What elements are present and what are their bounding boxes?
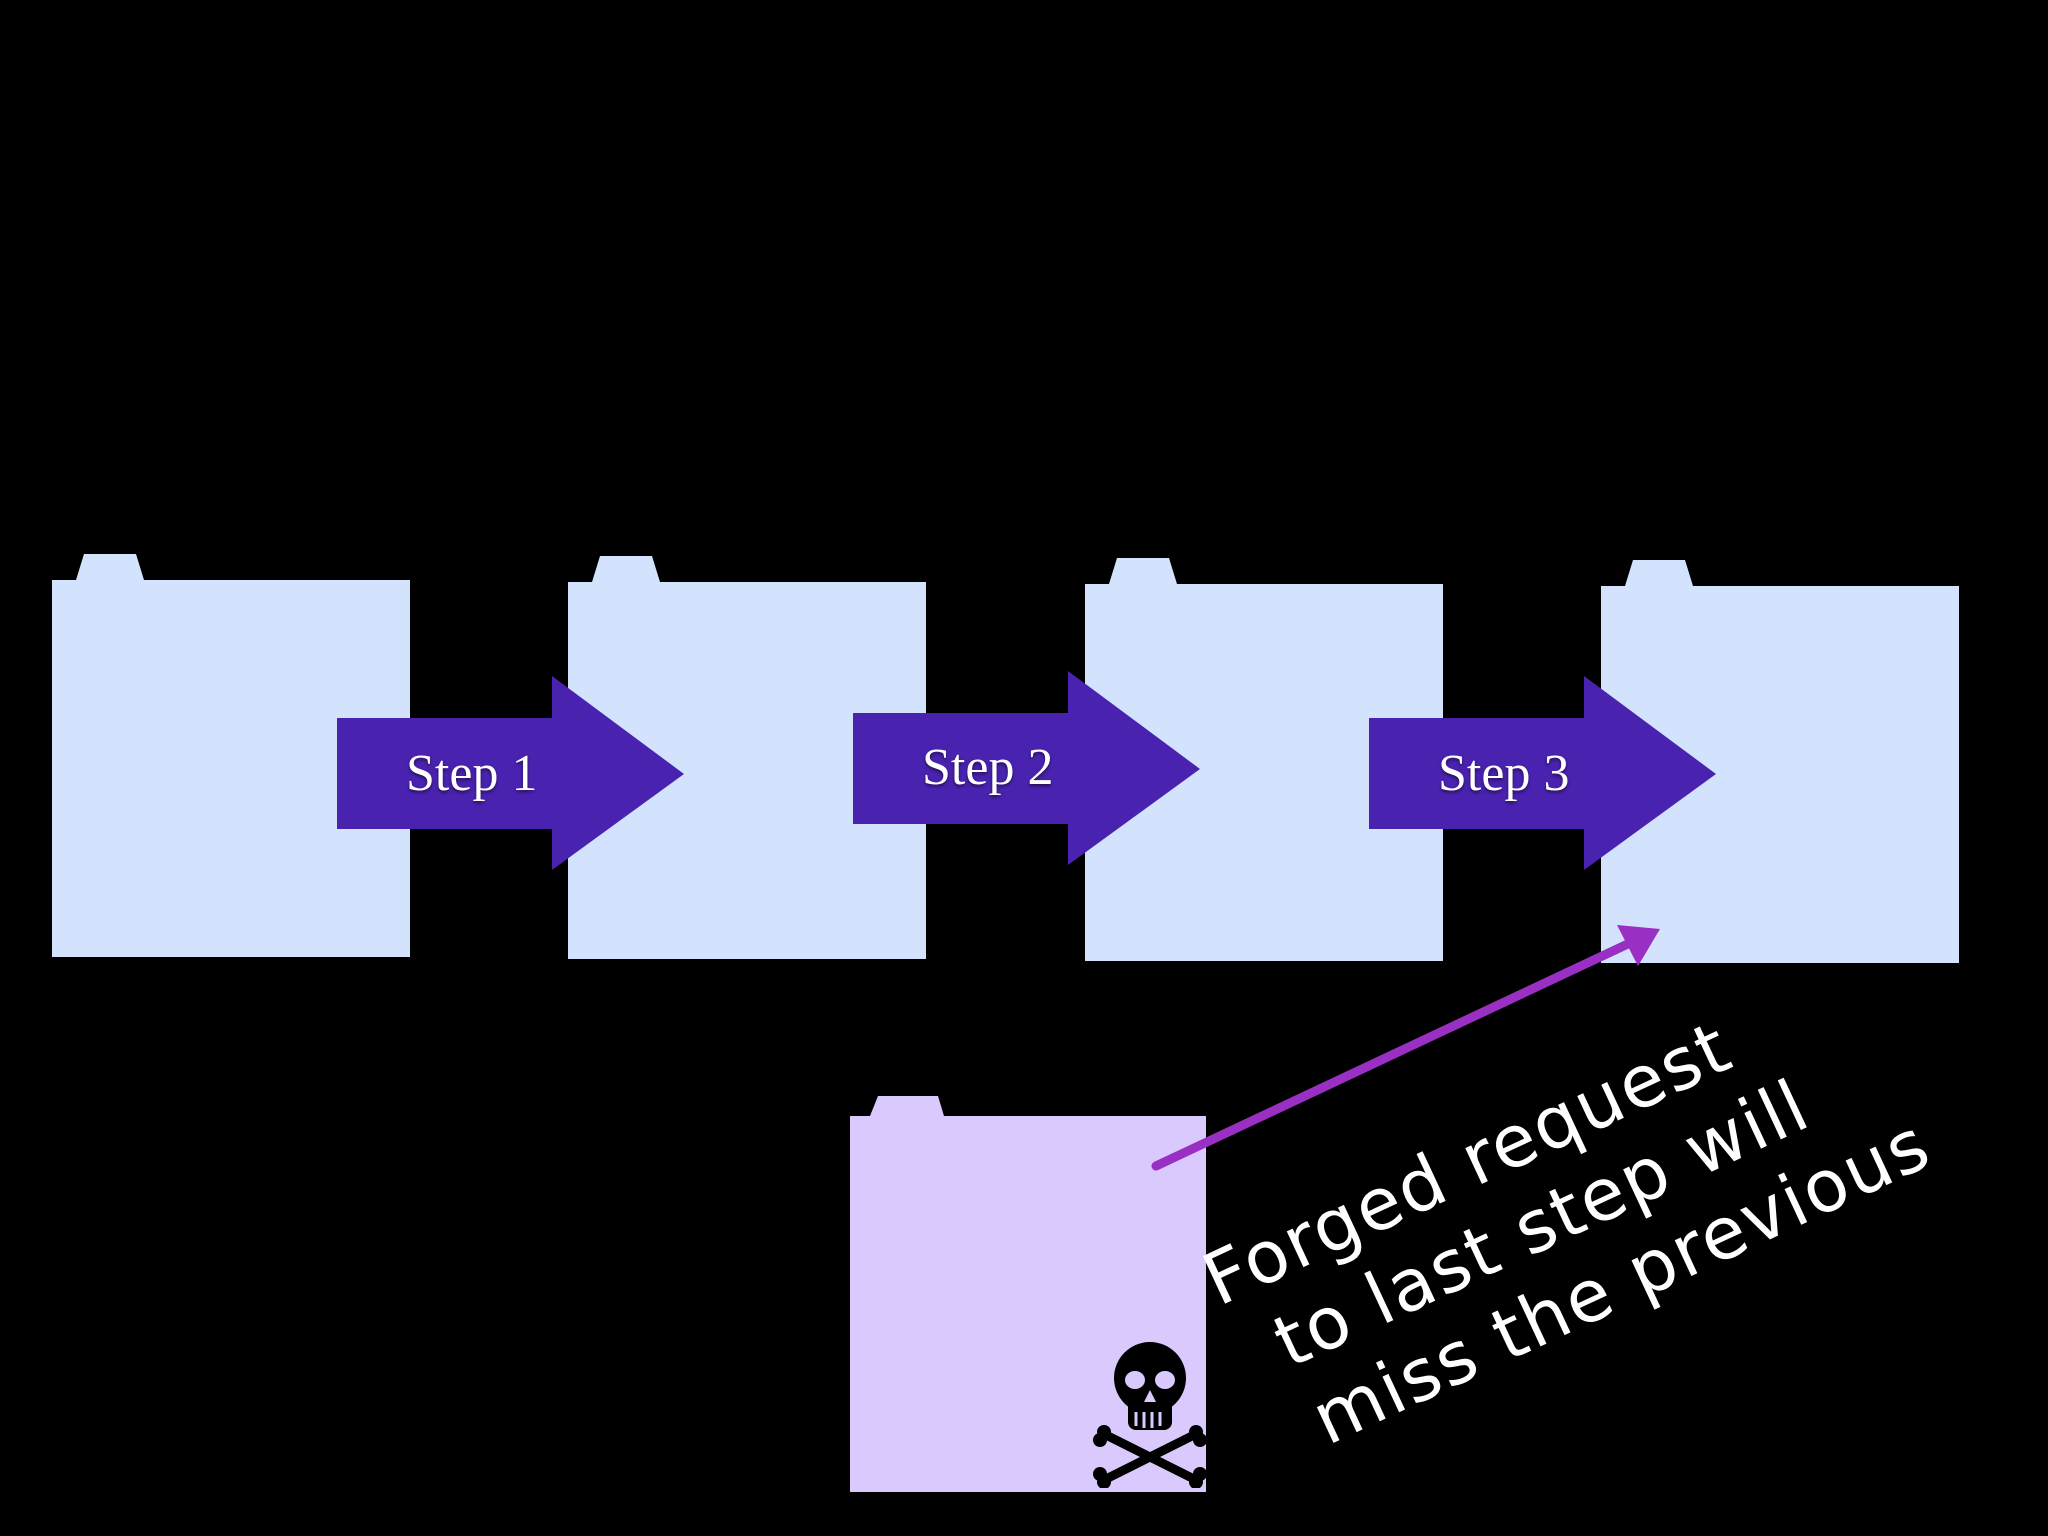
step-arrow-3 xyxy=(1369,676,1716,870)
step-arrow-1 xyxy=(337,676,684,870)
step-label-2: Step 2 xyxy=(922,739,1054,796)
step-label-3: Step 3 xyxy=(1438,745,1570,802)
step-label-1: Step 1 xyxy=(406,745,538,802)
skull-crossbones-icon xyxy=(1093,1342,1207,1488)
step-arrow-2 xyxy=(853,671,1200,865)
